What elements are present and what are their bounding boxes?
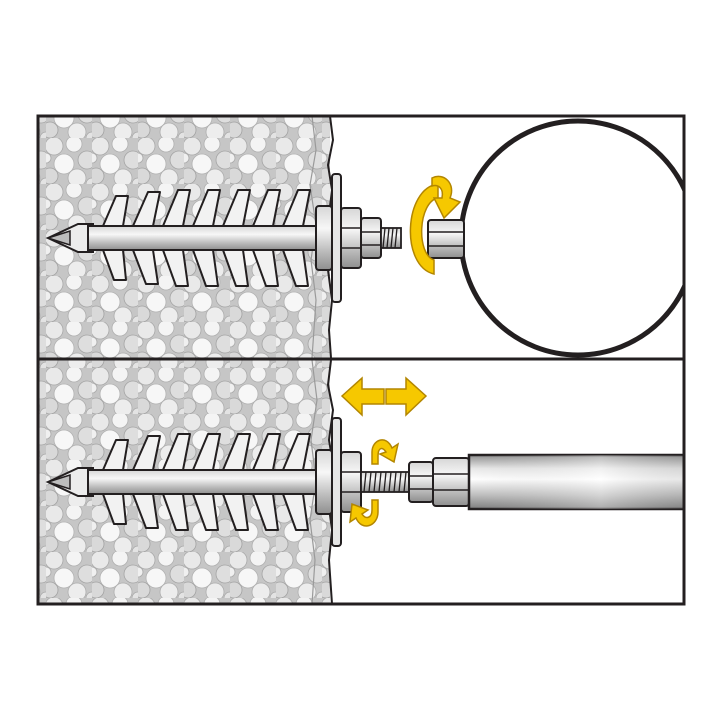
rotation-arrow-icon	[349, 439, 400, 527]
top-panel	[38, 116, 684, 358]
threaded-stud	[360, 471, 414, 493]
bottom-panel	[38, 360, 684, 604]
rotation-arrow-icon	[409, 175, 462, 275]
pipe	[458, 118, 684, 358]
pipe-clamp-nut	[427, 219, 465, 259]
pipe	[467, 453, 684, 511]
pipe-clamp-nut	[432, 457, 470, 507]
hex-nut	[408, 461, 434, 503]
double-arrow-icon	[340, 376, 428, 417]
threaded-stud	[380, 227, 402, 249]
hex-nut	[360, 217, 382, 259]
diagram-frame	[36, 114, 686, 606]
